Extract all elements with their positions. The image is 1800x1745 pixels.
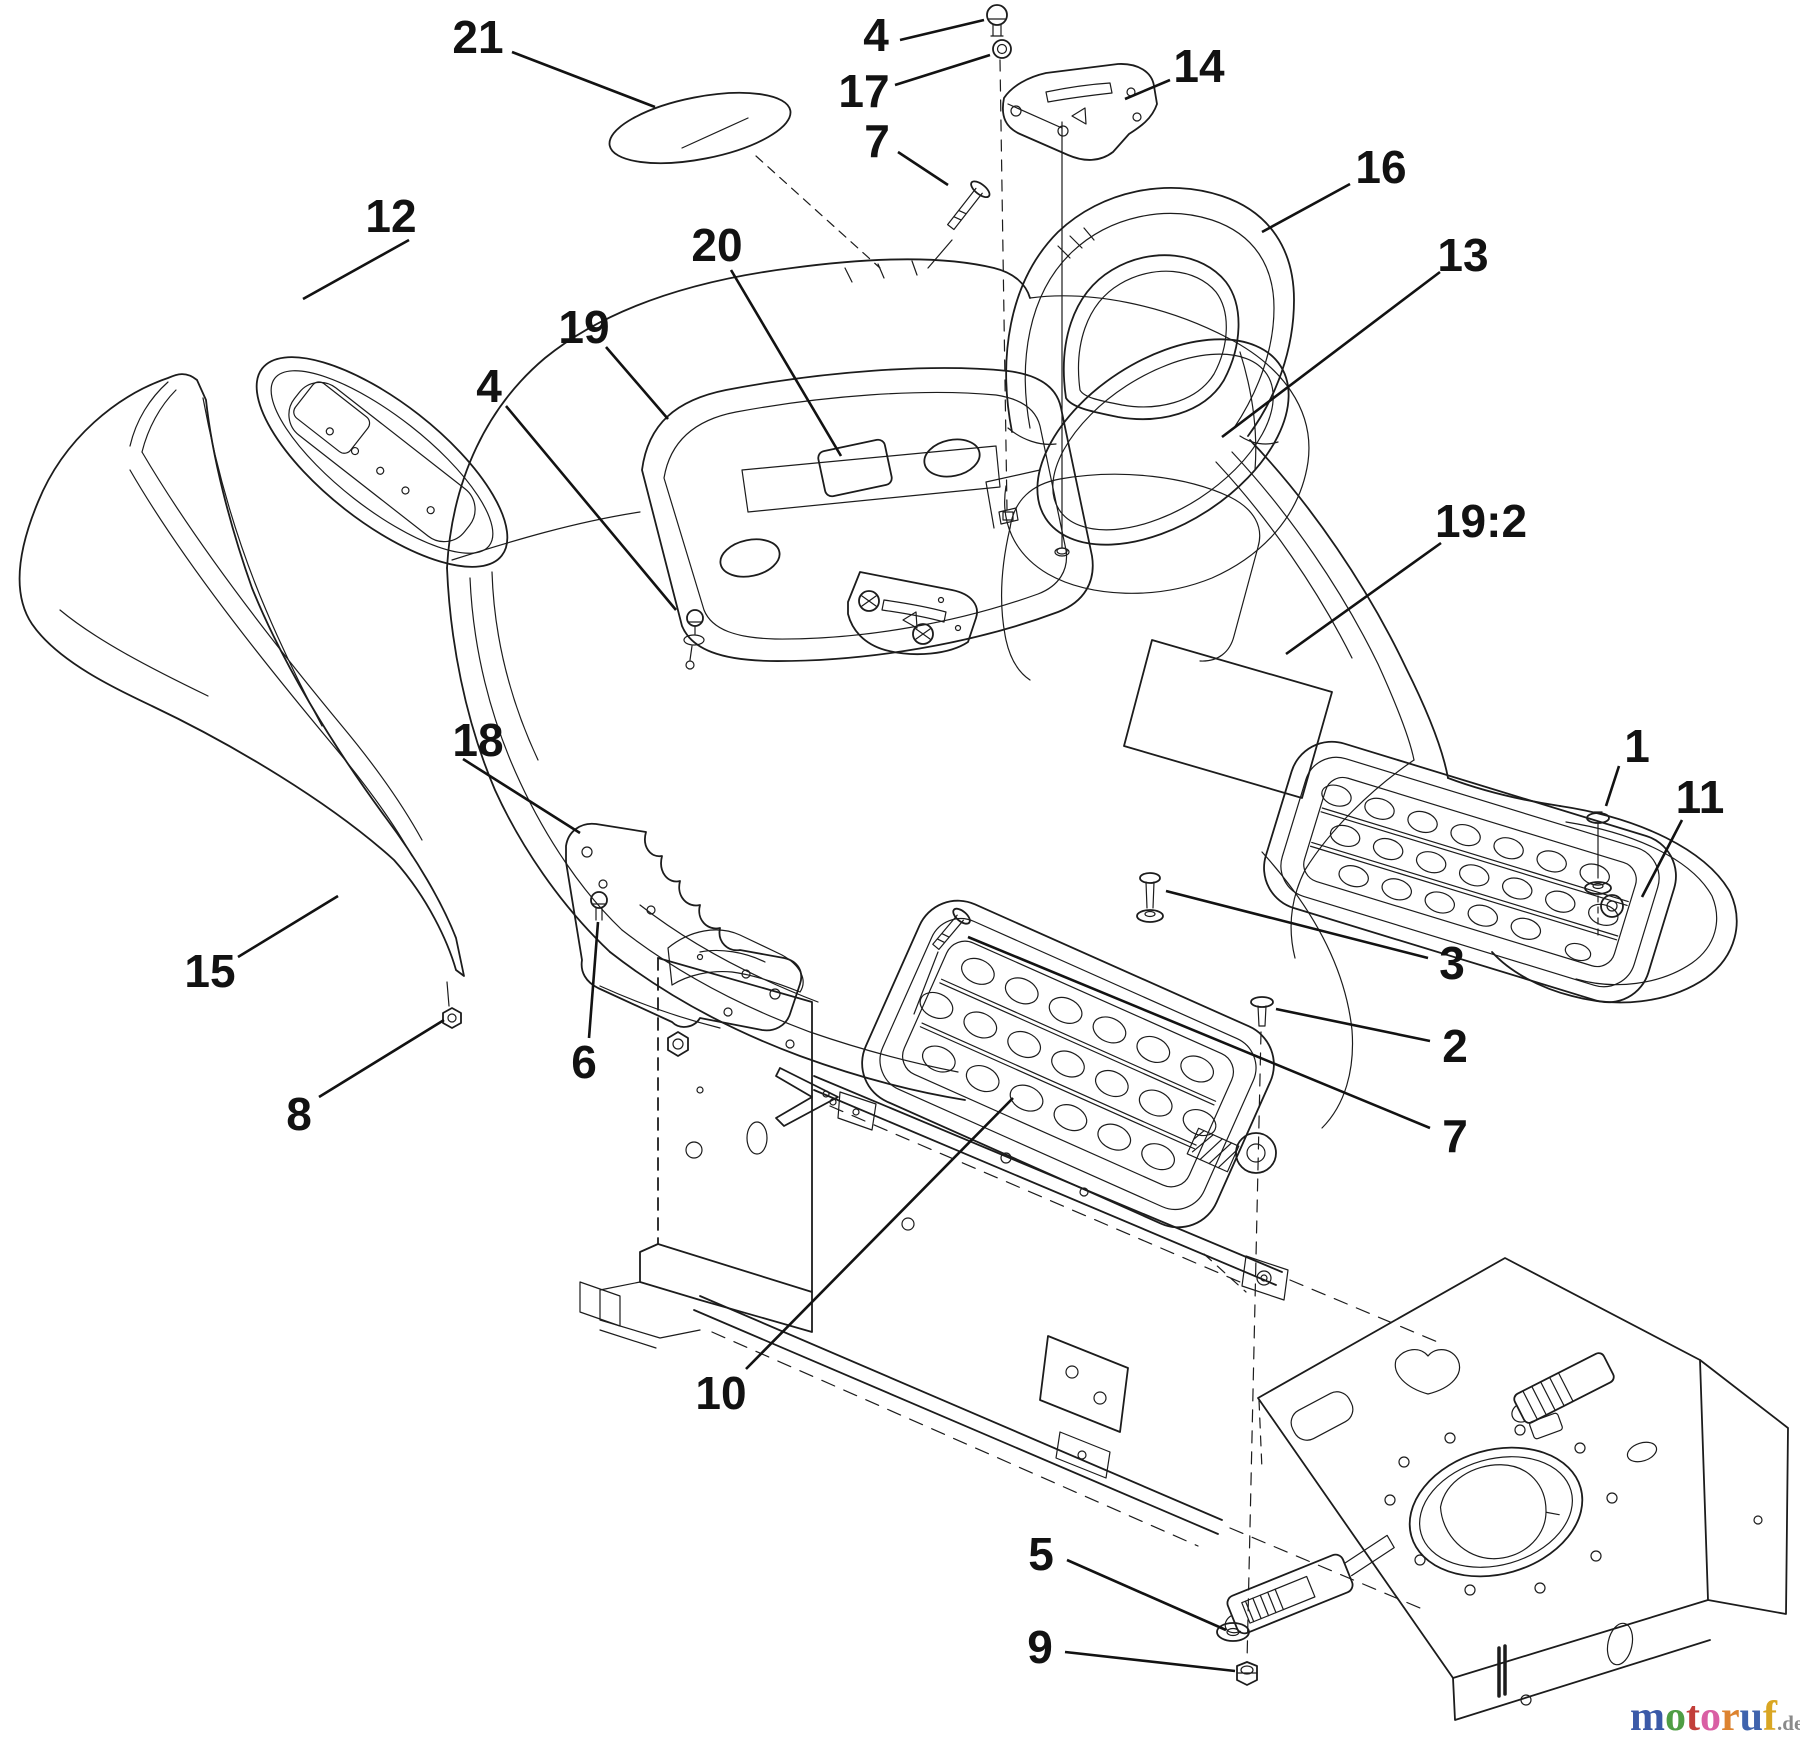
callout-6: 6 xyxy=(571,1036,597,1088)
screw-6 xyxy=(590,891,608,921)
washer-17 xyxy=(992,39,1012,59)
part-21-oval-decal xyxy=(608,91,881,269)
part-12-armrest-pad xyxy=(255,356,509,568)
callout-11: 11 xyxy=(1676,771,1725,823)
leader-line-5 xyxy=(1066,1558,1227,1632)
callout-12: 12 xyxy=(365,190,416,242)
part-15-left-side-panel xyxy=(18,373,465,977)
bolt-7-lower xyxy=(932,907,971,951)
callout-10: 10 xyxy=(695,1367,746,1419)
leader-line-12 xyxy=(302,238,410,301)
leader-line-6 xyxy=(587,921,600,1039)
motoruf-letter: m xyxy=(1630,1694,1665,1740)
bolt-7-guide-line xyxy=(927,239,953,269)
motoruf-letter: t xyxy=(1686,1694,1700,1740)
motoruf-letter: u xyxy=(1739,1694,1764,1740)
motoruf-letter: o xyxy=(1700,1694,1721,1740)
leader-line-1 xyxy=(1604,765,1621,807)
mount-hole-mark xyxy=(998,507,1019,525)
decal-placement-dashed-line xyxy=(755,155,881,269)
callout-9: 9 xyxy=(1027,1621,1053,1673)
leader-line-4-left xyxy=(505,405,677,611)
callout-17: 17 xyxy=(838,65,889,117)
bolt-7-top xyxy=(947,180,991,231)
part-18-serrated-bracket xyxy=(565,822,803,1032)
part-10-left-footrest xyxy=(861,899,1277,1229)
part-13-rear-oval-bezel xyxy=(1004,295,1310,594)
part-20-decal-plate xyxy=(817,438,893,498)
leader-line-17 xyxy=(894,53,991,87)
callout-14: 14 xyxy=(1173,40,1225,92)
leader-line-3 xyxy=(1165,889,1429,960)
callout-7-top: 7 xyxy=(864,115,890,167)
motoruf-wordmark: motoruf xyxy=(1630,1694,1777,1740)
nut-8 xyxy=(442,981,462,1029)
callout-4-left: 4 xyxy=(476,360,502,412)
screw-4-left xyxy=(683,609,705,670)
part-16-grab-handle xyxy=(1005,187,1295,445)
latch-bracket xyxy=(1224,1534,1395,1635)
nut-9 xyxy=(1236,1661,1258,1686)
leader-line-7-top xyxy=(897,150,949,187)
leader-line-21 xyxy=(511,50,656,109)
leader-line-18 xyxy=(462,757,581,835)
motoruf-letter: r xyxy=(1721,1694,1740,1740)
callout-16: 16 xyxy=(1355,141,1406,193)
bolt-7-guide-line xyxy=(913,951,939,1015)
part-19-2-decal xyxy=(1123,639,1333,799)
screw-4-top xyxy=(986,4,1008,37)
leader-line-7-right xyxy=(967,935,1431,1130)
leader-line-13 xyxy=(1221,270,1441,439)
callout-3: 3 xyxy=(1439,937,1465,989)
callout-20: 20 xyxy=(691,219,742,271)
part-14-support-bracket xyxy=(1002,63,1158,161)
callout-18: 18 xyxy=(452,714,503,766)
callout-4-top: 4 xyxy=(863,9,889,61)
leader-line-14 xyxy=(1124,78,1171,101)
washer-5 xyxy=(1216,1622,1250,1642)
callout-7-right: 7 xyxy=(1442,1110,1468,1162)
leader-line-4-top xyxy=(899,18,985,42)
leader-line-2 xyxy=(1275,1007,1431,1043)
motoruf-suffix: .de xyxy=(1777,1711,1800,1735)
leader-line-19:2 xyxy=(1285,541,1442,656)
leader-line-8 xyxy=(318,1018,445,1099)
leader-line-19 xyxy=(605,346,669,420)
callout-1: 1 xyxy=(1624,720,1650,772)
callout-8: 8 xyxy=(286,1088,312,1140)
leader-line-16 xyxy=(1261,182,1351,234)
screw-1-with-washer xyxy=(1584,811,1612,941)
leader-line-20 xyxy=(729,269,843,457)
leader-line-11 xyxy=(1640,819,1684,898)
callout-15: 15 xyxy=(184,945,235,997)
leader-line-9 xyxy=(1064,1650,1236,1673)
seat-bracket xyxy=(847,571,978,655)
leader-line-10 xyxy=(745,1097,1014,1370)
part-11-right-footrest xyxy=(1263,740,1738,1004)
callout-2: 2 xyxy=(1442,1020,1468,1072)
motoruf-logo[interactable]: motoruf.de xyxy=(1630,1696,1800,1744)
leader-line-15 xyxy=(237,894,339,959)
callout-19:2: 19:2 xyxy=(1435,495,1527,547)
callout-21: 21 xyxy=(452,11,503,63)
assembly-dashed-line xyxy=(1246,1031,1262,1663)
callout-5: 5 xyxy=(1028,1528,1054,1580)
callout-13: 13 xyxy=(1437,229,1488,281)
callout-19: 19 xyxy=(558,301,609,353)
part-19-fender-body xyxy=(446,258,1561,1129)
motoruf-letter: f xyxy=(1763,1694,1778,1740)
screw-2 xyxy=(1250,996,1274,1027)
chassis-frame xyxy=(579,929,1789,1721)
motoruf-letter: o xyxy=(1665,1694,1686,1740)
assembly-dashed-line xyxy=(999,59,1008,511)
screw-3-with-washer xyxy=(1136,872,1164,923)
